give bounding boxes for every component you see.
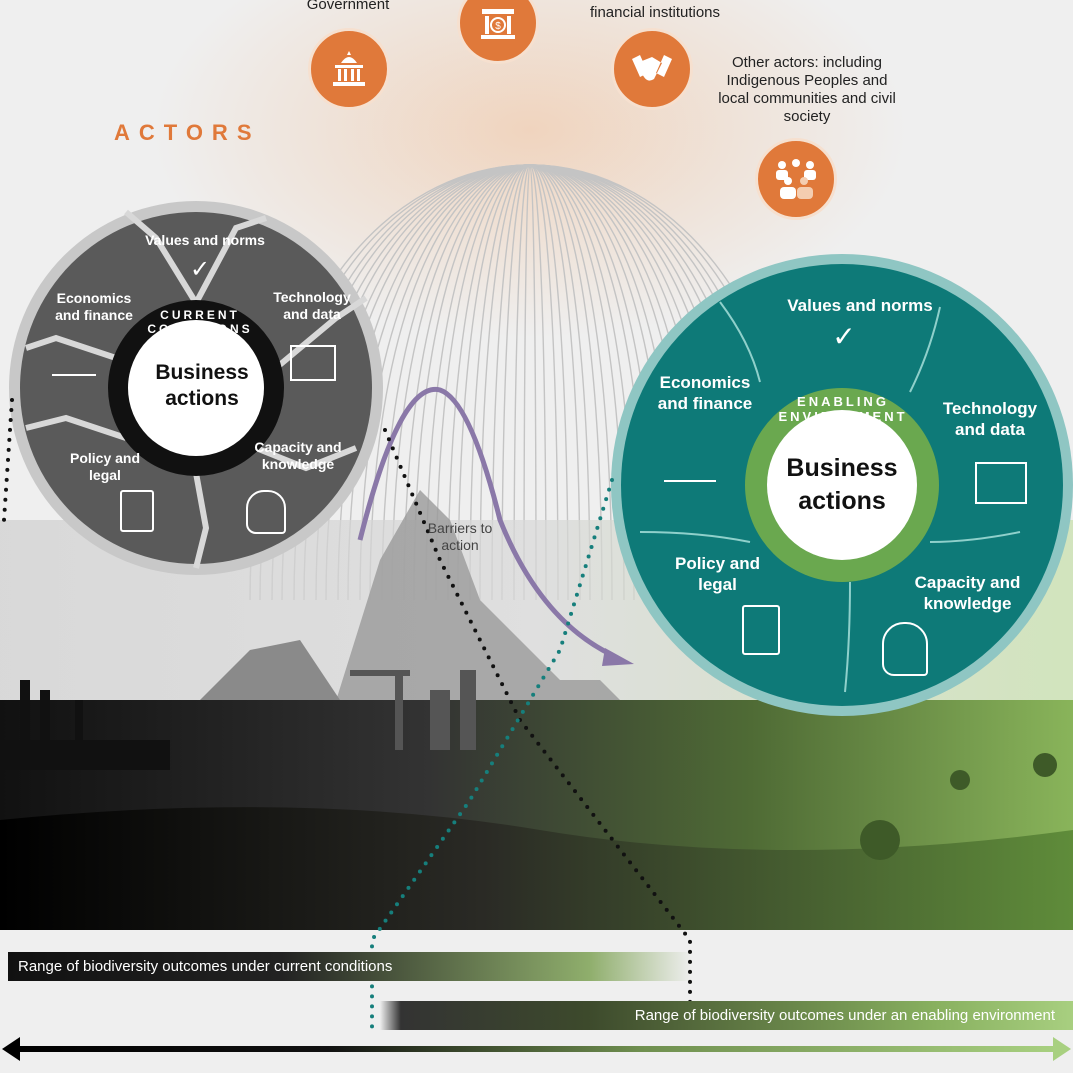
current-segment-technology: Technology and data — [273, 289, 351, 322]
current-range-bar: Range of biodiversity outcomes under cur… — [8, 952, 692, 981]
economics-chart-icon — [52, 340, 96, 376]
enabling-segment-values: Values and norms — [787, 296, 933, 315]
enabling-segment-capacity: Capacity and knowledge — [914, 573, 1021, 613]
current-outcome-dotted-line — [383, 428, 692, 1004]
enabling-range-bar: Range of biodiversity outcomes under an … — [380, 1001, 1073, 1030]
current-business-actions: Business actions — [155, 361, 249, 410]
technology-monitor-icon — [290, 345, 336, 381]
barriers-label: Barriers to action — [427, 520, 493, 553]
policy-scroll-icon — [742, 605, 780, 655]
values-hands-icon: ✓ — [189, 256, 211, 283]
enabling-outcome-dotted-line — [370, 478, 614, 1032]
values-hands-icon: ✓ — [832, 321, 856, 352]
other-actors-actor[interactable] — [755, 138, 837, 220]
economics-chart-icon — [664, 440, 716, 482]
government-actor[interactable] — [308, 28, 390, 110]
current-ring-text: CURRENT CONDITIONS — [147, 308, 253, 336]
people-group-icon — [776, 159, 816, 199]
barriers-arrow — [357, 386, 614, 658]
government-label: Government — [306, 0, 390, 13]
policy-scroll-icon — [120, 490, 154, 532]
current-segment-capacity: Capacity and knowledge — [254, 439, 342, 472]
enabling-segment-policy: Policy and legal — [674, 554, 761, 594]
svg-text:$: $ — [495, 21, 501, 32]
financial-institutions-actor[interactable] — [611, 28, 693, 110]
current-conditions-wheel — [9, 201, 383, 575]
bank-icon: $ — [481, 9, 515, 39]
other-actors-label: Other actors: including Indigenous Peopl… — [718, 54, 896, 125]
enabling-segment-technology: Technology and data — [942, 399, 1038, 439]
outcome-spectrum-arrow — [2, 1037, 1071, 1061]
current-range-label: Range of biodiversity outcomes under cur… — [18, 958, 393, 975]
technology-monitor-icon — [975, 462, 1027, 504]
capacity-head-icon — [246, 490, 286, 534]
enabling-ring-text: ENABLING ENVIRONMENT — [778, 394, 908, 424]
enabling-business-actions: Business actions — [786, 454, 898, 515]
financial-institutions-label: financial institutions — [589, 4, 721, 21]
bank-actor[interactable]: $ — [457, 0, 539, 64]
capacity-head-icon — [882, 622, 928, 676]
current-segment-values: Values and norms — [145, 232, 265, 248]
enabling-environment-wheel — [611, 254, 1073, 716]
actors-heading: ACTORS — [114, 120, 261, 145]
handshake-icon — [632, 55, 672, 81]
government-building-icon — [333, 51, 365, 86]
enabling-segment-economics: Economics and finance — [657, 373, 753, 413]
enabling-range-label: Range of biodiversity outcomes under an … — [634, 1007, 1055, 1024]
barriers-arrowhead — [602, 648, 634, 666]
current-segment-economics: Economics and finance — [55, 290, 133, 323]
current-segment-policy: Policy and legal — [69, 450, 141, 483]
